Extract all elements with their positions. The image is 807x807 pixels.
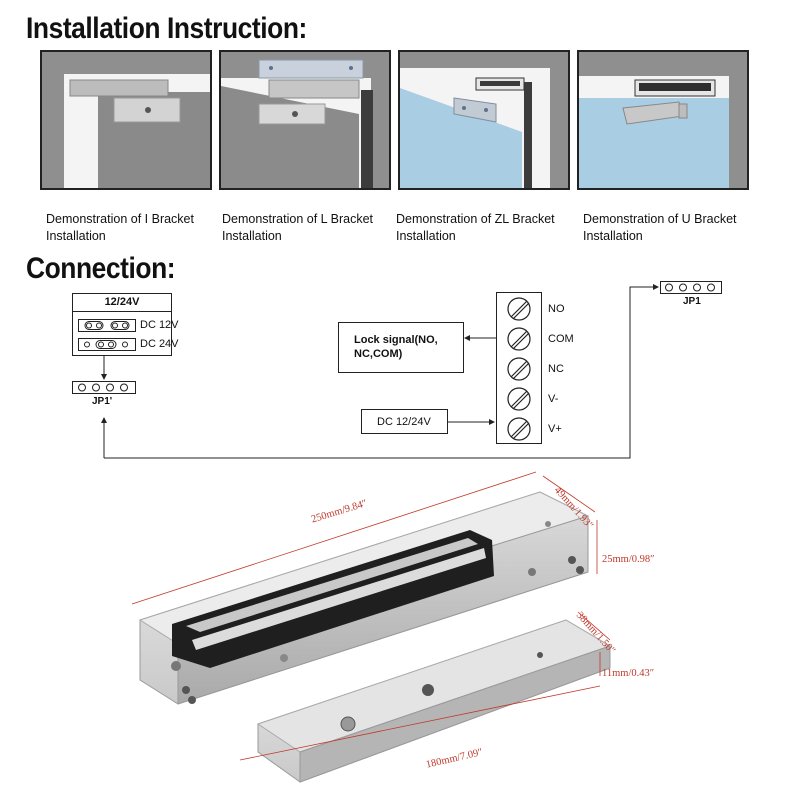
- caption-line: Demonstration of U Bracket: [583, 212, 737, 226]
- terminal-no: NO: [548, 303, 565, 315]
- zl-bracket-photo: [398, 50, 570, 190]
- caption-line: Installation: [583, 229, 643, 243]
- terminal-nc: NC: [548, 363, 564, 375]
- dc-input-label: DC 12/24V: [377, 416, 431, 428]
- installation-title: Installation Instruction:: [26, 12, 307, 45]
- caption-line: Installation: [222, 229, 282, 243]
- caption-line: Demonstration of ZL Bracket: [396, 212, 555, 226]
- terminal-block: [496, 292, 542, 444]
- dimension-height: 25mm/0.98″: [602, 554, 655, 565]
- lock-signal-box: Lock signal(NO, NC,COM): [338, 322, 464, 373]
- l-bracket-photo: [219, 50, 391, 190]
- jp1-left-connector: [72, 381, 136, 394]
- u-bracket-photo: [577, 50, 749, 190]
- power-header: 12/24V: [73, 294, 171, 312]
- dc24-label: DC 24V: [140, 338, 179, 350]
- terminal-v-minus: V-: [548, 393, 559, 405]
- jp1-right-label: JP1: [683, 296, 701, 307]
- dc12-label: DC 12V: [140, 319, 179, 331]
- i-bracket-photo: [40, 50, 212, 190]
- jp1-right-connector: [660, 281, 722, 294]
- caption-line: Demonstration of I Bracket: [46, 212, 194, 226]
- jumper-24v: [78, 338, 136, 351]
- connection-title: Connection:: [26, 252, 176, 285]
- power-jumper-box: 12/24V DC 12V DC 24V: [72, 293, 179, 356]
- jumper-12v: [78, 319, 136, 332]
- terminal-v-plus: V+: [548, 423, 562, 435]
- caption-line: Installation: [46, 229, 106, 243]
- lock-signal-line1: Lock signal(NO,: [354, 334, 438, 346]
- terminal-com: COM: [548, 333, 574, 345]
- caption-line: Installation: [396, 229, 456, 243]
- u-bracket-caption: Demonstration of U Bracket Installation: [583, 211, 737, 245]
- zl-bracket-caption: Demonstration of ZL Bracket Installation: [396, 211, 555, 245]
- dc-input-box: DC 12/24V: [361, 409, 448, 434]
- i-bracket-caption: Demonstration of I Bracket Installation: [46, 211, 194, 245]
- dimension-plate-thickness: 11mm/0.43″: [602, 668, 655, 679]
- caption-line: Demonstration of L Bracket: [222, 212, 373, 226]
- l-bracket-caption: Demonstration of L Bracket Installation: [222, 211, 373, 245]
- jp1-left-label: JP1': [92, 396, 113, 407]
- lock-signal-line2: NC,COM): [354, 348, 403, 360]
